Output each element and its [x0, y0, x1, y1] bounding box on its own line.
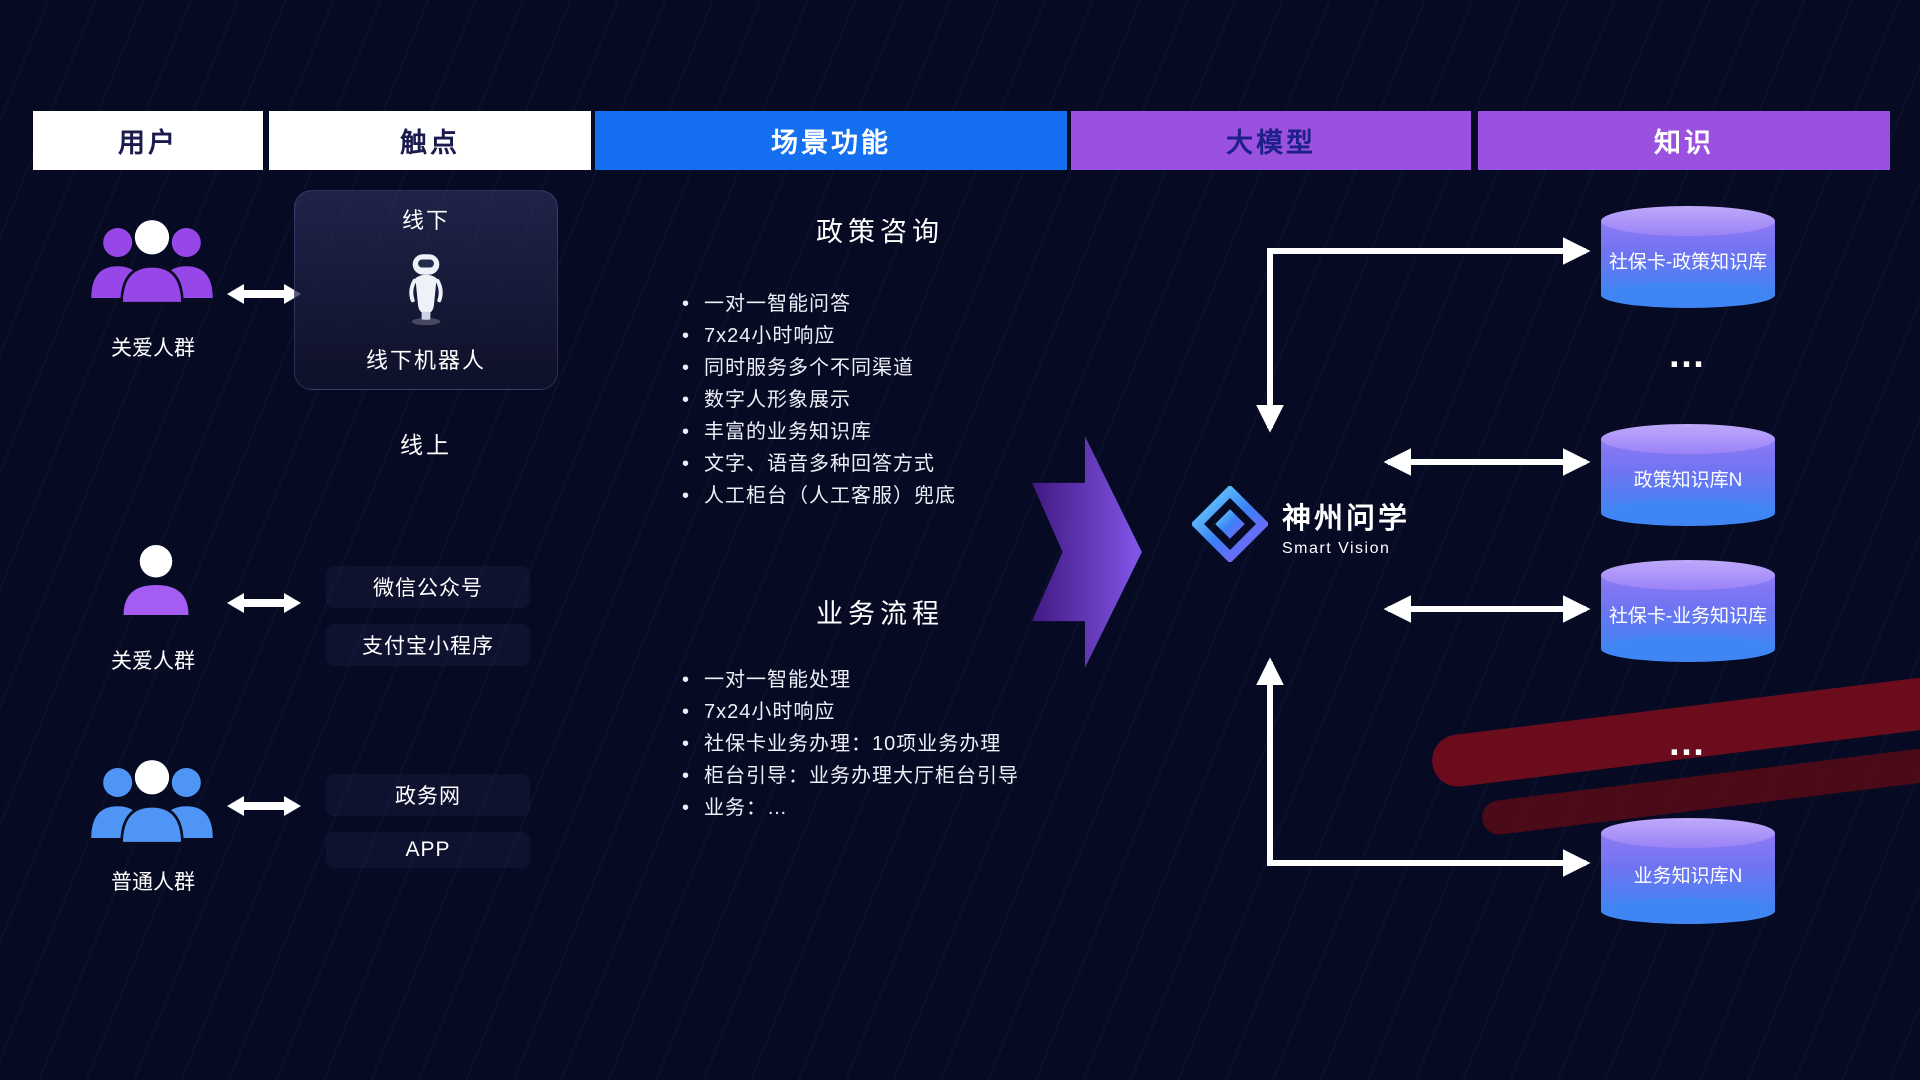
model-name: 神州问学	[1282, 503, 1411, 535]
kb-ellipsis: …	[1667, 722, 1709, 764]
feature-item: 业务：…	[680, 792, 1019, 824]
feature-item: 同时服务多个不同渠道	[680, 352, 956, 384]
db-cylinder-top	[1601, 206, 1775, 236]
feature-item: 一对一智能问答	[680, 288, 956, 320]
bidirectional-arrow-icon	[227, 284, 301, 304]
feature-item: 人工柜台（人工客服）兜底	[680, 480, 956, 512]
db-cylinder-top	[1601, 560, 1775, 590]
feature-item: 社保卡业务办理：10项业务办理	[680, 728, 1019, 760]
business-section-title: 业务流程	[816, 599, 944, 629]
header-touchpoints: 触点	[269, 111, 591, 170]
business-feature-list: 一对一智能处理 7x24小时响应 社保卡业务办理：10项业务办理 柜台引导：业务…	[680, 664, 1019, 824]
online-title: 线上	[400, 432, 452, 458]
kb-label: 业务知识库N	[1633, 865, 1743, 887]
policy-feature-list: 一对一智能问答 7x24小时响应 同时服务多个不同渠道 数字人形象展示 丰富的业…	[680, 288, 956, 512]
kb-business-n: 业务知识库N	[1601, 818, 1775, 924]
channel-wechat: 微信公众号	[326, 566, 530, 608]
robot-icon	[395, 248, 457, 331]
offline-robot-card: 线下 线下机器人	[294, 190, 558, 390]
user-group-general-icon	[86, 752, 218, 855]
channel-app: APP	[326, 832, 530, 868]
db-cylinder-top	[1601, 424, 1775, 454]
user-group-care-icon	[86, 212, 218, 315]
feature-item: 一对一智能处理	[680, 664, 1019, 696]
channel-gov-web: 政务网	[326, 774, 530, 816]
feature-item: 丰富的业务知识库	[680, 416, 956, 448]
db-cylinder-bottom	[1601, 898, 1775, 924]
kb-label: 社保卡-政策知识库	[1608, 251, 1768, 273]
bidirectional-arrow-icon	[227, 593, 301, 613]
db-cylinder-bottom	[1601, 282, 1775, 308]
kb-ellipsis: …	[1667, 334, 1709, 376]
feature-item: 文字、语音多种回答方式	[680, 448, 956, 480]
offline-title: 线下	[401, 208, 450, 233]
header-users: 用户	[33, 111, 263, 170]
db-cylinder-bottom	[1601, 636, 1775, 662]
user-person-care-label: 关爱人群	[111, 650, 195, 673]
header-knowledge: 知识	[1478, 111, 1890, 170]
kb-label: 社保卡-业务知识库	[1608, 605, 1768, 627]
model-logo: 神州问学 Smart Vision	[1190, 484, 1411, 567]
kb-business-social-card: 社保卡-业务知识库	[1601, 560, 1775, 662]
user-person-care-icon	[116, 542, 196, 623]
kb-label: 政策知识库N	[1633, 469, 1743, 491]
feature-item: 7x24小时响应	[680, 696, 1019, 728]
policy-section-title: 政策咨询	[816, 217, 944, 247]
bidirectional-arrow-icon	[227, 796, 301, 816]
smart-vision-logo-icon	[1190, 484, 1270, 567]
flow-arrow-icon	[1030, 430, 1146, 679]
user-group-care-label: 关爱人群	[111, 337, 195, 360]
feature-item: 数字人形象展示	[680, 384, 956, 416]
db-cylinder-top	[1601, 818, 1775, 848]
channel-alipay: 支付宝小程序	[326, 624, 530, 666]
feature-item: 7x24小时响应	[680, 320, 956, 352]
offline-robot-label: 线下机器人	[365, 348, 486, 373]
kb-policy-social-card: 社保卡-政策知识库	[1601, 206, 1775, 308]
model-subtitle: Smart Vision	[1282, 540, 1391, 557]
header-scenario: 场景功能	[595, 111, 1067, 170]
kb-policy-n: 政策知识库N	[1601, 424, 1775, 526]
feature-item: 柜台引导：业务办理大厅柜台引导	[680, 760, 1019, 792]
db-cylinder-bottom	[1601, 500, 1775, 526]
header-model: 大模型	[1071, 111, 1471, 170]
user-group-general-label: 普通人群	[111, 871, 195, 894]
